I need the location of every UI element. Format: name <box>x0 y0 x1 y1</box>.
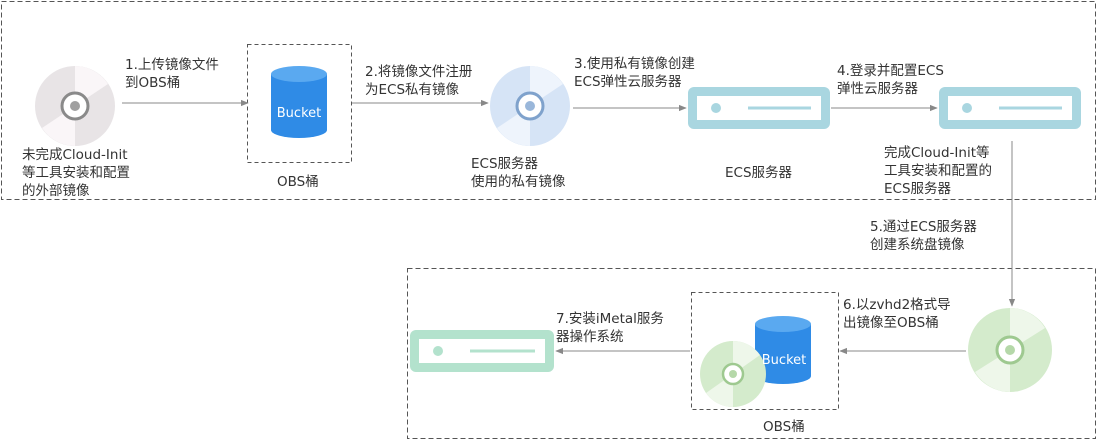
imetal-server-icon <box>410 330 554 372</box>
bucket-icon-1 <box>271 66 327 138</box>
configured-ecs-label: 完成Cloud-Init等 工具安装和配置的 ECS服务器 <box>884 145 992 197</box>
ecs-server-icon <box>688 87 830 129</box>
bucket-label-2: Bucket <box>762 353 806 368</box>
private-image-label: ECS服务器 使用的私有镜像 <box>471 156 566 190</box>
private-image-disc-icon <box>490 66 570 146</box>
step-3-label: 3.使用私有镜像创建 ECS弹性云服务器 <box>574 56 695 90</box>
configured-ecs-server-icon <box>939 87 1081 129</box>
lower-region-border <box>407 268 1096 439</box>
system-disk-image-disc-icon <box>968 308 1052 392</box>
external-image-disc-icon <box>35 66 115 146</box>
step-7-label: 7.安装iMetal服务 器操作系统 <box>556 311 664 345</box>
obs-bucket-label-2: OBS桶 <box>763 419 805 435</box>
upper-region-border <box>1 1 1096 200</box>
step-6-label: 6.以zvhd2格式导 出镜像至OBS桶 <box>843 297 951 331</box>
exported-image-disc-icon <box>700 341 766 407</box>
step-2-label: 2.将镜像文件注册 为ECS私有镜像 <box>365 64 473 98</box>
obs-bucket-box-2 <box>691 292 839 410</box>
step-5-label: 5.通过ECS服务器 创建系统盘镜像 <box>870 219 977 253</box>
step-4-label: 4.登录并配置ECS 弹性云服务器 <box>837 63 944 97</box>
step-1-label: 1.上传镜像文件 到OBS桶 <box>125 57 219 91</box>
external-image-label: 未完成Cloud-Init 等工具安装和配置 的外部镜像 <box>22 147 130 199</box>
obs-bucket-label-1: OBS桶 <box>277 174 319 190</box>
bucket-icon-2 <box>755 316 811 384</box>
ecs-server-label: ECS服务器 <box>725 165 793 181</box>
bucket-label-1: Bucket <box>277 106 321 121</box>
